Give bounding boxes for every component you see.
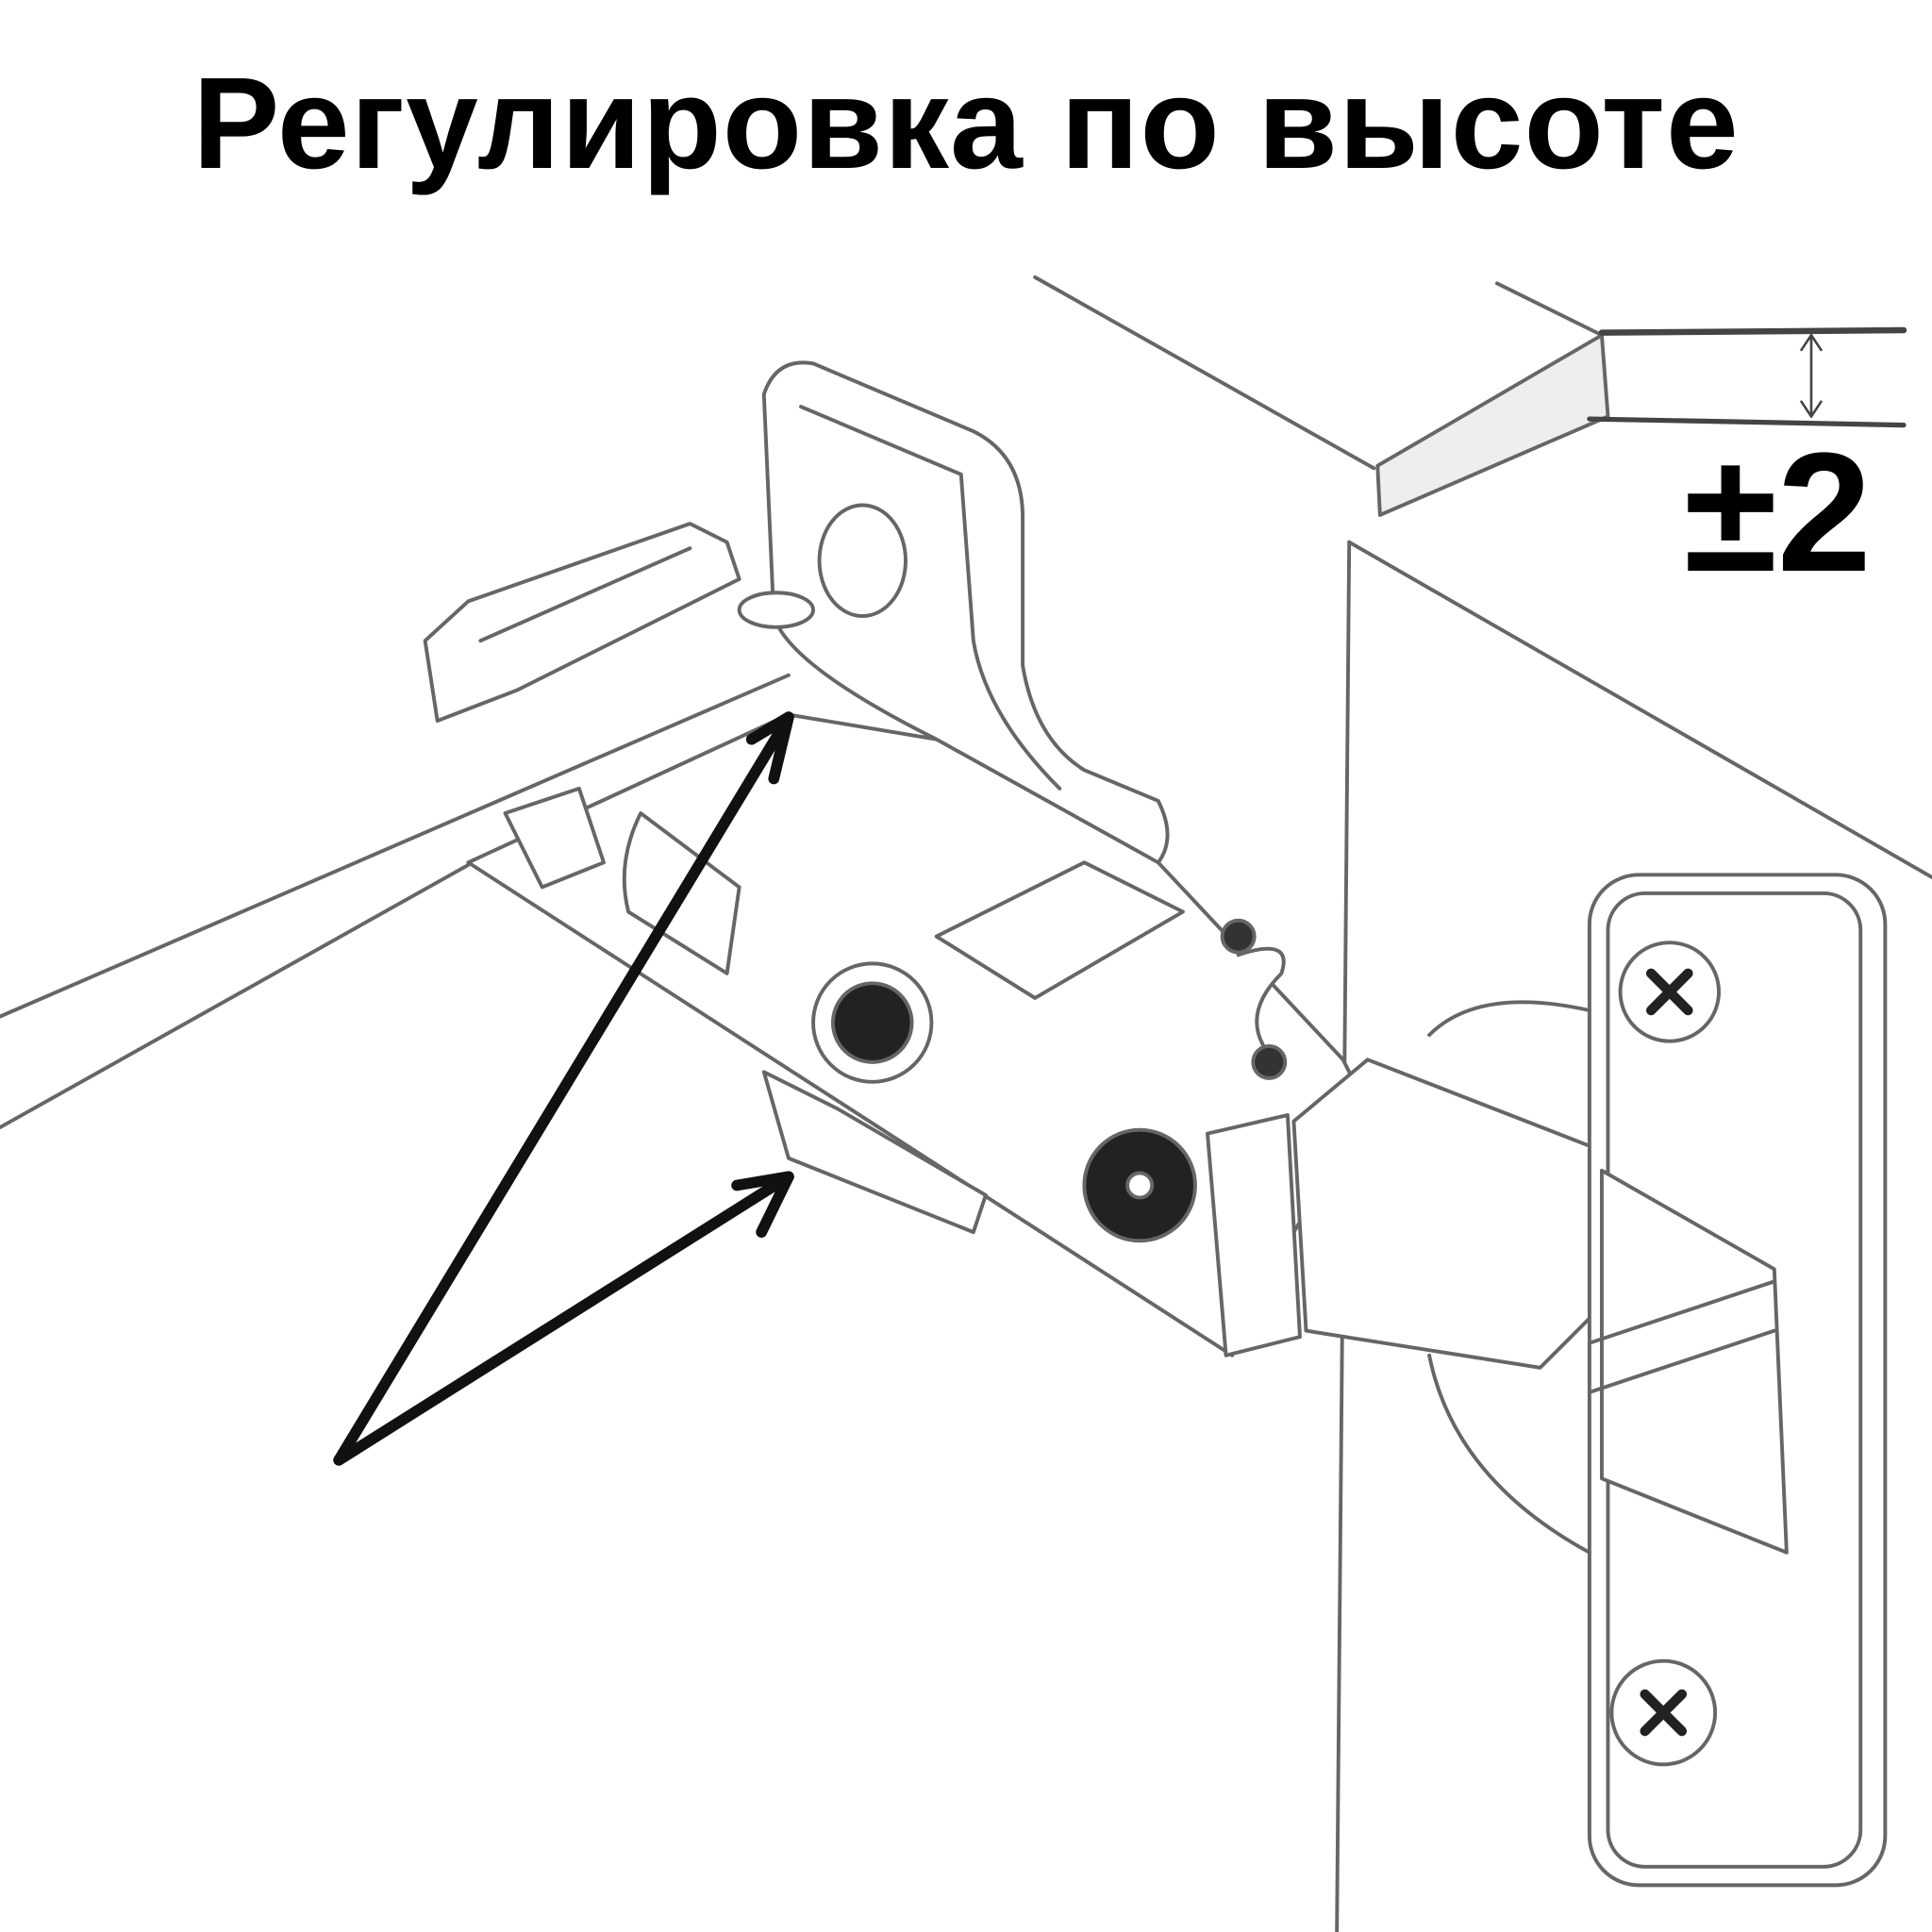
height-dimension xyxy=(1587,326,1907,428)
adjustment-range-label: ±2 xyxy=(1684,418,1872,608)
arrow-to-upper-screw xyxy=(333,711,794,1466)
adjustment-screw-front xyxy=(811,961,934,1084)
adjustment-screw-depth xyxy=(1082,1127,1197,1243)
mounting-plate xyxy=(1427,873,1888,1888)
arrow-to-lower-screw xyxy=(333,1171,794,1466)
plate-screw-top xyxy=(1618,941,1721,1043)
hinge-cup-bracket xyxy=(423,360,1170,865)
plate-screw-bottom xyxy=(1609,1658,1718,1767)
pointer-arrows xyxy=(333,711,794,1466)
diagram-title: Регулировка по высоте xyxy=(192,51,1740,196)
door-panel xyxy=(0,673,791,1130)
